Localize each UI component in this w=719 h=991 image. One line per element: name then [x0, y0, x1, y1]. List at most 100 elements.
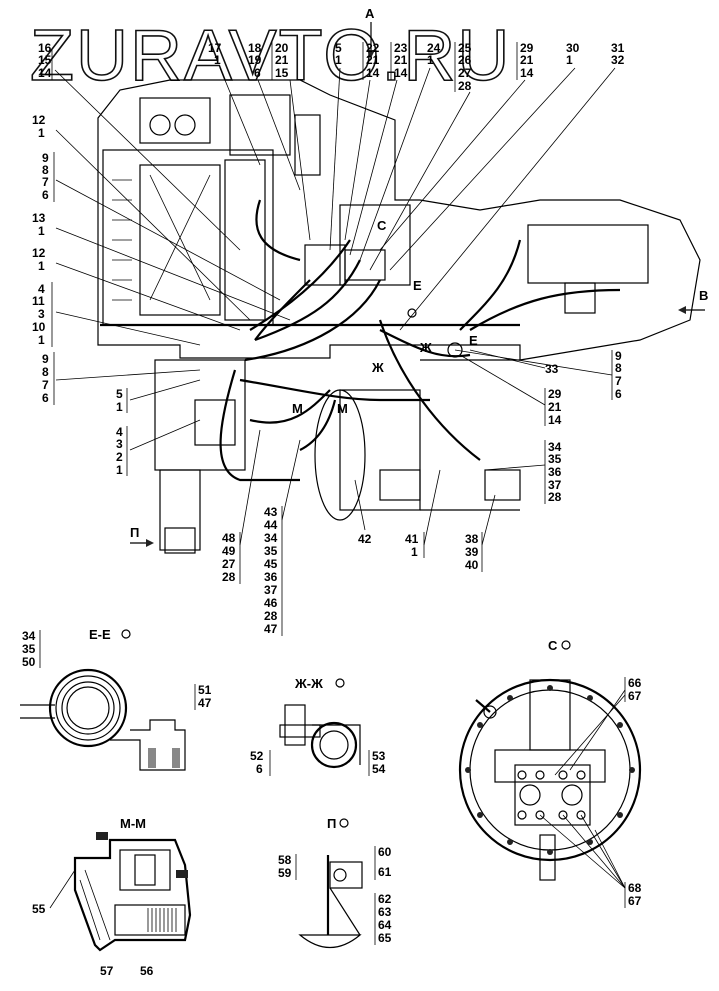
- callout-label: 41: [405, 532, 419, 546]
- callout-label: 55: [32, 902, 46, 916]
- view-b-letter: В: [699, 288, 708, 303]
- callout-label: 29: [548, 387, 562, 401]
- callout-label: 11: [32, 294, 45, 308]
- callout-label: 15: [275, 66, 289, 80]
- callout-label: 1: [38, 224, 45, 238]
- callout-label: 62: [378, 892, 392, 906]
- callout-label: 12: [32, 246, 46, 260]
- callout-label: 8: [42, 365, 49, 379]
- callout-label: 7: [615, 374, 622, 388]
- callout-label: 59: [278, 866, 292, 880]
- callout-label: 26: [458, 53, 472, 67]
- section-zhzh: Ж-Ж 52 6 53 54: [250, 676, 386, 776]
- callout-label: 37: [548, 478, 562, 492]
- callout-label: 61: [378, 865, 392, 879]
- callout-label: 8: [615, 361, 622, 375]
- callout-label: 57: [100, 964, 114, 978]
- callout-label: 28: [222, 570, 236, 584]
- callout-label: 35: [548, 452, 562, 466]
- callout-label: 30: [566, 41, 580, 55]
- callout-label: 21: [366, 53, 380, 67]
- section-m-letter-right: М: [337, 401, 348, 416]
- callout-label: 1: [427, 53, 434, 67]
- callout-label: 44: [264, 518, 278, 532]
- callout-label: 35: [264, 544, 278, 558]
- callout-label: 9: [42, 352, 49, 366]
- callout-label: 40: [465, 558, 479, 572]
- callout-label: 38: [465, 532, 479, 546]
- callout-label: 29: [520, 41, 534, 55]
- callout-label: 5: [335, 41, 342, 55]
- callout-label: 47: [264, 622, 278, 636]
- section-m-letter-left: М: [292, 401, 303, 416]
- callout-label: 51: [198, 683, 212, 697]
- callout-label: 14: [366, 66, 380, 80]
- view-c-title: С: [548, 638, 558, 653]
- section-e-letter-top: Е: [413, 278, 422, 293]
- callout-label: 53: [372, 749, 386, 763]
- callouts-top: 16 15 14 17 1 18 19 6 20 21 15 5 1 22 21…: [38, 41, 625, 93]
- section-zh-letter-top: Ж: [419, 340, 432, 355]
- callout-label: 1: [214, 53, 221, 67]
- callout-label: 1: [116, 463, 123, 477]
- callout-label: 8: [42, 163, 49, 177]
- callout-label: 34: [22, 629, 36, 643]
- section-e-letter-right: Е: [469, 333, 478, 348]
- callout-label: 12: [32, 113, 46, 127]
- callout-label: 2: [116, 450, 123, 464]
- callout-label: 9: [42, 151, 49, 165]
- callout-label: 21: [548, 400, 562, 414]
- callout-label: 21: [520, 53, 534, 67]
- view-p-letter: П: [130, 525, 139, 540]
- callout-label: 49: [222, 544, 236, 558]
- view-markers: А В С Е Е Ж Ж М М П: [130, 6, 708, 547]
- view-c-letter: С: [377, 218, 387, 233]
- callout-label: 52: [250, 749, 264, 763]
- callouts-left: 12 1 9 8 7 6 13 1 12 1 4 11 3 10 1 9 8 7…: [32, 113, 128, 477]
- main-assembly-view: [97, 79, 701, 554]
- callout-label: 60: [378, 845, 392, 859]
- callout-label: 1: [38, 126, 45, 140]
- watermark-text: ZURAVTO.RU: [30, 16, 511, 96]
- callout-label: 14: [394, 66, 408, 80]
- callout-label: 14: [520, 66, 534, 80]
- callout-label: 64: [378, 918, 392, 932]
- callout-label: 67: [628, 689, 642, 703]
- callout-label: 4: [38, 282, 45, 296]
- callout-label: 9: [615, 349, 622, 363]
- callout-label: 28: [458, 79, 472, 93]
- callout-label: 3: [116, 437, 123, 451]
- section-ee: Е-Е 34 35 50 51 47: [20, 627, 212, 771]
- callout-label: 19: [248, 53, 262, 67]
- section-mm-title: М-М: [120, 816, 146, 831]
- callout-label: 28: [264, 609, 278, 623]
- view-p-title: П: [327, 816, 336, 831]
- callout-label: 24: [427, 41, 441, 55]
- callout-label: 46: [264, 596, 278, 610]
- callout-label: 25: [458, 41, 472, 55]
- callout-label: 17: [208, 41, 222, 55]
- callout-label: 7: [42, 378, 49, 392]
- section-mm: М-М 55 57 56: [32, 816, 192, 978]
- callout-label: 21: [394, 53, 408, 67]
- callout-label: 63: [378, 905, 392, 919]
- callout-label: 6: [615, 387, 622, 401]
- callout-label: 35: [22, 642, 36, 656]
- callout-label: 39: [465, 545, 479, 559]
- callout-label: 23: [394, 41, 408, 55]
- leader-lines: [54, 67, 616, 546]
- callout-label: 68: [628, 881, 642, 895]
- callout-label: 15: [38, 53, 52, 67]
- callout-label: 1: [335, 53, 342, 67]
- callout-label: 65: [378, 931, 392, 945]
- callouts-right: 9 8 7 6 33 29 21 14 34 35 36 37 28: [544, 349, 622, 504]
- callout-label: 20: [275, 41, 289, 55]
- callout-label: 16: [38, 41, 52, 55]
- callout-label: 21: [275, 53, 289, 67]
- callout-label: 45: [264, 557, 278, 571]
- view-p: П 58 59 60 61 62 63 64 65: [278, 816, 392, 948]
- callouts-bottom: 43 44 34 35 45 36 37 46 28 47 48 49 27 2…: [222, 505, 483, 636]
- callout-label: 22: [366, 41, 380, 55]
- callout-label: 6: [42, 188, 49, 202]
